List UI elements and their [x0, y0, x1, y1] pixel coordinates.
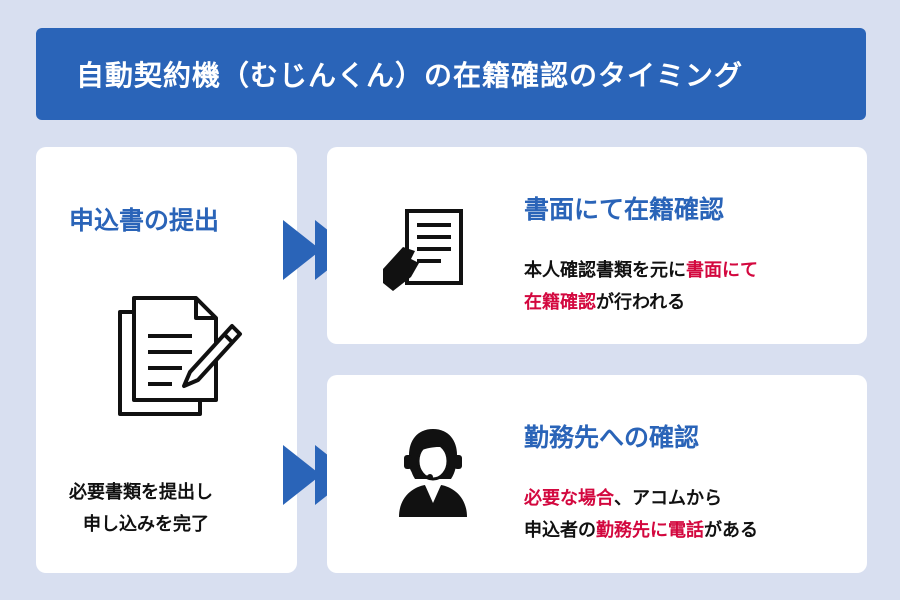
document-check-line2-highlight: 在籍確認 — [524, 292, 596, 313]
document-check-card: 書面にて在籍確認 本人確認書類を元に書面にて 在籍確認が行われる — [327, 147, 867, 344]
workplace-check-line1-highlight: 必要な場合 — [524, 488, 614, 509]
workplace-check-card: 勤務先への確認 必要な場合、アコムから 申込者の勤務先に電話がある — [327, 375, 867, 573]
workplace-check-line1-b: 、アコムから — [614, 488, 722, 509]
document-check-line1: 本人確認書類を元に書面にて — [524, 255, 758, 287]
document-check-line2-b: が行われる — [596, 292, 686, 313]
workplace-check-line1: 必要な場合、アコムから — [524, 483, 722, 515]
document-check-line1-highlight: 書面にて — [686, 260, 758, 281]
workplace-check-heading: 勤務先への確認 — [524, 423, 700, 452]
page-title: 自動契約機（むじんくん）の在籍確認のタイミング — [76, 59, 744, 92]
application-heading: 申込書の提出 — [69, 206, 220, 235]
document-check-heading: 書面にて在籍確認 — [524, 195, 725, 224]
document-pen-icon — [112, 290, 246, 424]
workplace-check-line2-highlight: 勤務先に電話 — [596, 520, 704, 541]
document-hand-icon — [381, 207, 467, 293]
workplace-check-line2-c: がある — [704, 520, 758, 541]
document-check-line2: 在籍確認が行われる — [524, 287, 685, 319]
title-banner: 自動契約機（むじんくん）の在籍確認のタイミング — [36, 28, 866, 120]
operator-headset-icon — [395, 423, 471, 519]
application-card: 申込書の提出 必要書類を提出し 申し込みを完了 — [36, 147, 297, 573]
application-text-line1: 必要書類を提出し — [69, 482, 213, 503]
document-check-line1-a: 本人確認書類を元に — [524, 260, 686, 281]
workplace-check-line2: 申込者の勤務先に電話がある — [524, 515, 758, 547]
workplace-check-line2-a: 申込者の — [524, 520, 596, 541]
application-text-line2: 申し込みを完了 — [83, 514, 209, 535]
